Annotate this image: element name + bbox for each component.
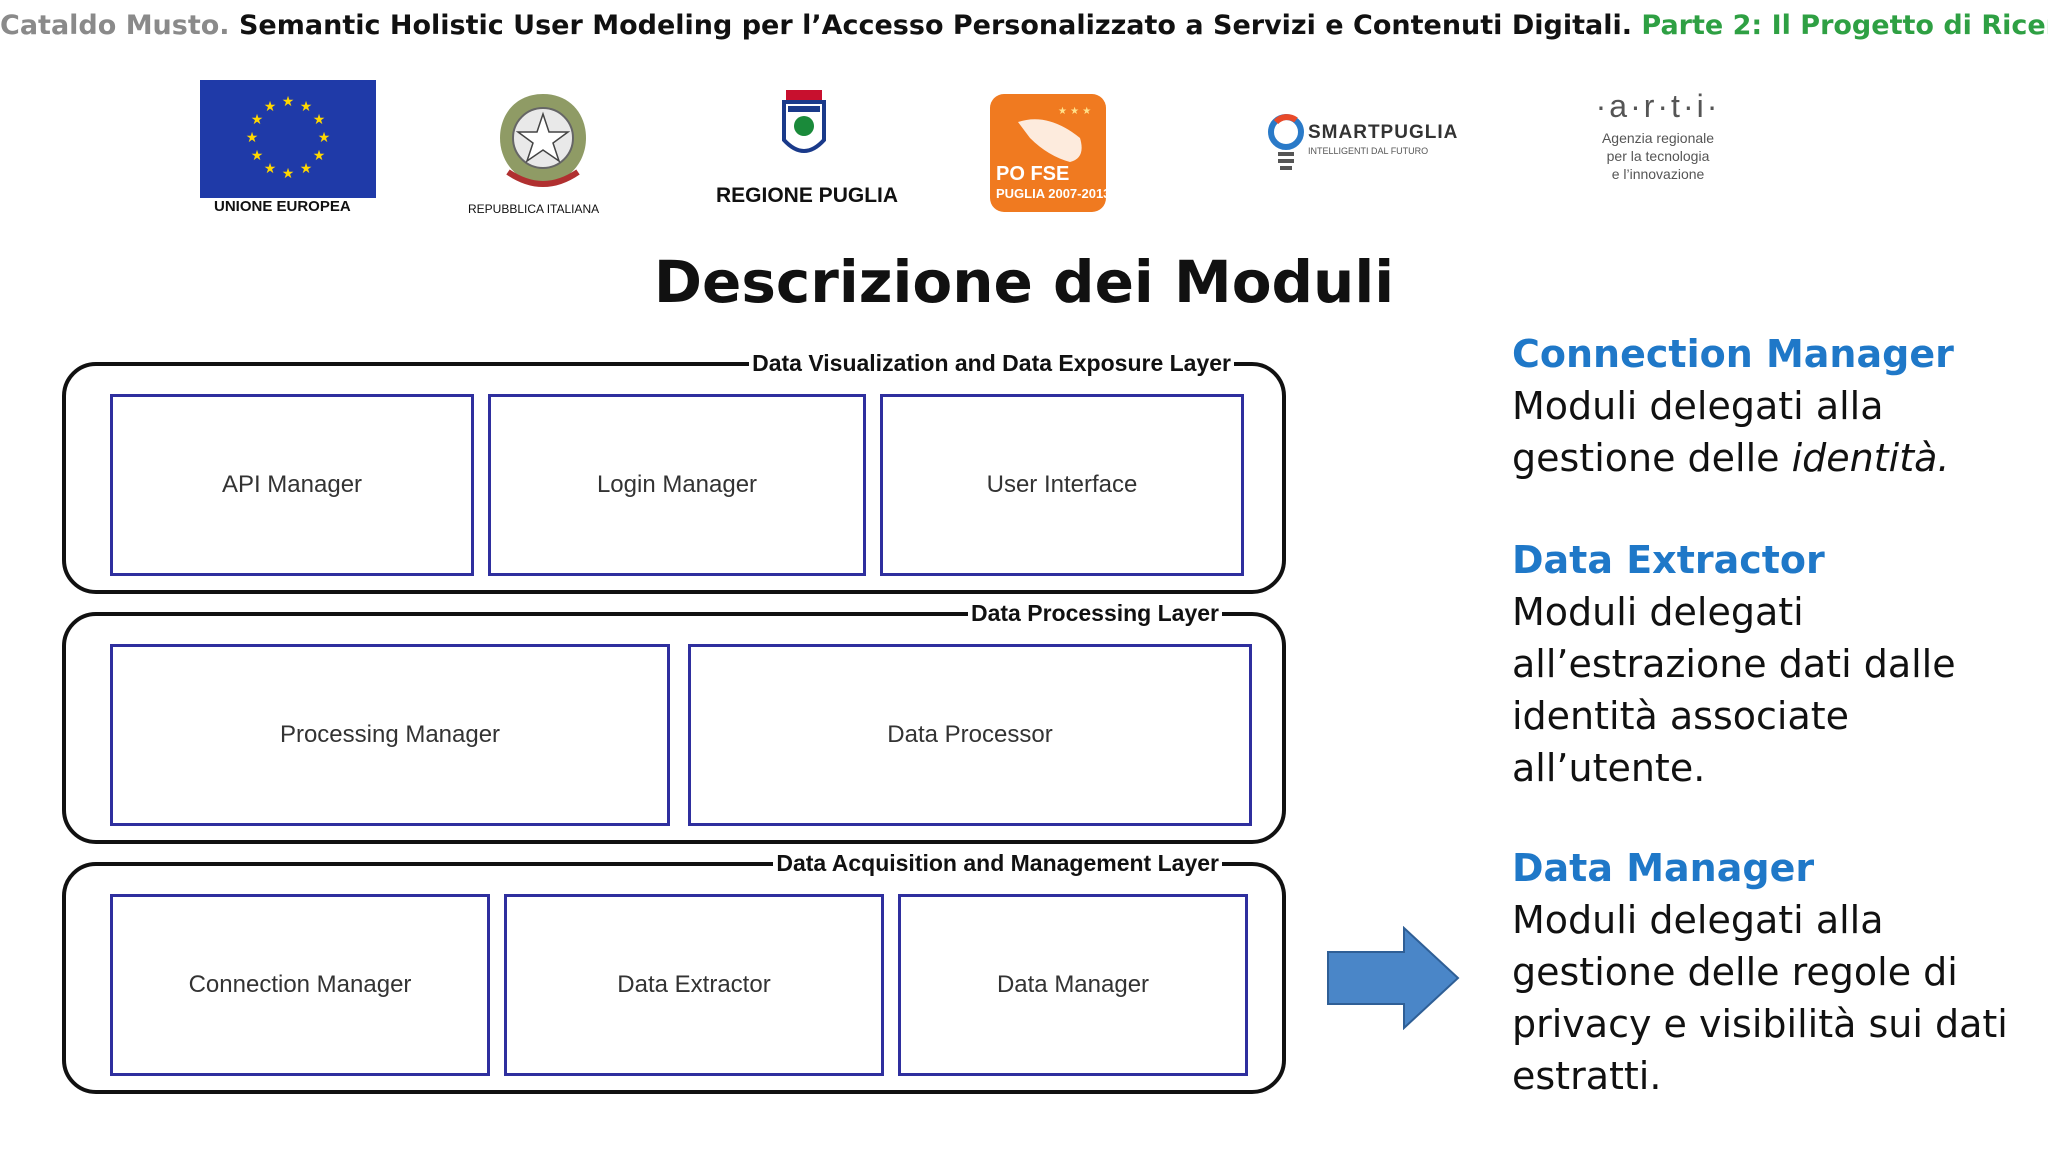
description-line: all’estrazione dati dalle [1512,642,1956,686]
module-data-extractor: Data Extractor [504,894,884,1076]
smartpuglia-wordmark: SMARTPUGLIA [1308,122,1459,143]
layer-acquisition: Data Acquisition and Management Layer Co… [62,849,1286,1094]
regione-puglia-logo: REGIONE PUGLIA [716,88,898,207]
module-data-processor: Data Processor [688,644,1252,826]
svg-text:★: ★ [300,99,313,115]
description-line: gestione delle regole di [1512,950,1958,994]
description-line: estratti. [1512,1054,1662,1098]
po-fse-line-2: PUGLIA 2007-2013 [996,186,1111,201]
description-line: Moduli delegati alla [1512,898,1884,942]
svg-text:★: ★ [282,166,295,182]
po-fse-line-1: PO FSE [996,163,1070,185]
svg-text:★: ★ [264,161,277,177]
description-data-extractor: Data Extractor Moduli delegati all’estra… [1512,534,2032,794]
description-line: gestione delle [1512,436,1792,480]
slide-title: Descrizione dei Moduli [653,248,1395,316]
module-connection-manager: Connection Manager [110,894,490,1076]
description-line: Moduli delegati [1512,590,1804,634]
arti-line-1: Agenzia regionale [1601,130,1715,146]
arti-wordmark: ·a·r·t·i· [1595,88,1721,124]
layer-label: Data Visualization and Data Exposure Lay… [749,349,1234,377]
italian-republic-caption: REPUBBLICA ITALIANA [468,202,600,216]
po-fse-label: PO FSE PUGLIA 2007-2013 [996,164,1110,204]
svg-text:★: ★ [264,99,277,115]
header-part: Parte 2: Il Progetto di Ricerca [1641,10,2048,41]
module-processing-manager: Processing Manager [110,644,670,826]
right-arrow-icon [1327,926,1460,1030]
regione-puglia-caption: REGIONE PUGLIA [716,184,899,207]
svg-text:★: ★ [246,130,259,146]
description-connection-manager: Connection Manager Moduli delegati alla … [1512,328,2032,484]
description-line: identità associate [1512,694,1850,738]
svg-text:★: ★ [282,94,295,110]
header-author: Cataldo Musto. [0,10,230,41]
arti-subtitle: Agenzia regionale per la tecnologia e l’… [1578,129,1738,183]
eu-flag-logo: ★ ★ ★ ★ ★ ★ ★ ★ ★ ★ ★ ★ UNIONE EUROPEA [200,80,376,215]
description-heading: Connection Manager [1512,332,1954,376]
description-heading: Data Extractor [1512,538,1825,582]
module-api-manager: API Manager [110,394,474,576]
po-fse-logo: ★ ★ ★ PO FSE PUGLIA 2007-2013 [988,92,1110,220]
description-line: Moduli delegati alla [1512,384,1884,428]
description-emphasis: identità. [1791,436,1950,480]
arti-logo: ·a·r·t·i· Agenzia regionale per la tecno… [1578,88,1738,183]
module-data-manager: Data Manager [898,894,1248,1076]
svg-text:★: ★ [251,148,264,164]
svg-text:★: ★ [313,112,326,128]
description-heading: Data Manager [1512,846,1815,890]
regione-puglia-crest-icon [782,90,826,153]
module-user-interface: User Interface [880,394,1244,576]
description-data-manager: Data Manager Moduli delegati alla gestio… [1512,842,2032,1102]
layer-label: Data Processing Layer [967,599,1222,627]
smartpuglia-bulb-icon [1268,114,1304,170]
logo-strip: ★ ★ ★ ★ ★ ★ ★ ★ ★ ★ ★ ★ UNIONE EUROPEA R… [0,78,2048,228]
smartpuglia-logo: SMARTPUGLIA INTELLIGENTI DAL FUTURO [1268,110,1457,180]
po-fse-icon: ★ ★ ★ [990,94,1106,212]
svg-text:★: ★ [318,130,331,146]
eu-flag-icon: ★ ★ ★ ★ ★ ★ ★ ★ ★ ★ ★ ★ [200,80,376,198]
header-title: Semantic Holistic User Modeling per l’Ac… [238,10,1632,41]
description-line: all’utente. [1512,746,1706,790]
svg-text:★ ★ ★: ★ ★ ★ [1058,106,1091,117]
module-login-manager: Login Manager [488,394,866,576]
svg-text:★: ★ [251,112,264,128]
layer-visualization: Data Visualization and Data Exposure Lay… [62,349,1286,594]
description-line: privacy e visibilità sui dati [1512,1002,2008,1046]
layer-processing: Data Processing Layer Processing Manager… [62,599,1286,844]
description-line-with-emphasis: gestione delle identità. [1512,432,2032,484]
italian-republic-logo: REPUBBLICA ITALIANA [468,86,618,216]
arti-line-3: e l’innovazione [1611,166,1705,182]
slide-header: Cataldo Musto. Semantic Holistic User Mo… [0,10,2048,41]
svg-text:★: ★ [300,161,313,177]
smartpuglia-tagline: INTELLIGENTI DAL FUTURO [1308,146,1429,156]
layer-label: Data Acquisition and Management Layer [773,849,1222,877]
svg-text:★: ★ [313,148,326,164]
italian-republic-emblem-icon [500,94,586,187]
eu-flag-caption: UNIONE EUROPEA [214,198,351,215]
arti-line-2: per la tecnologia [1606,148,1710,164]
